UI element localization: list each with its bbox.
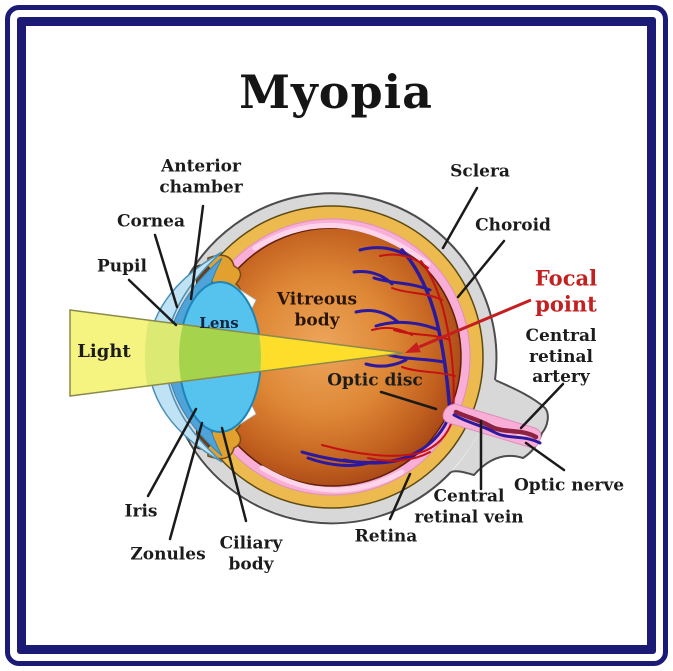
label-cornea: Cornea xyxy=(116,211,186,232)
label-anterior-chamber: Anterior chamber xyxy=(159,156,243,197)
label-light: Light xyxy=(77,341,131,363)
label-central-retinal-artery: Central retinal artery xyxy=(525,325,597,388)
central-retinal-vein-vessel xyxy=(452,413,542,445)
retina-highlights xyxy=(252,223,431,493)
label-optic-disc: Optic disc xyxy=(327,370,423,391)
label-pupil: Pupil xyxy=(97,256,147,277)
diagram-title: Myopia xyxy=(239,65,433,119)
label-choroid: Choroid xyxy=(475,215,551,236)
label-optic-nerve: Optic nerve xyxy=(513,475,625,496)
label-zonules: Zonules xyxy=(130,544,206,565)
label-ciliary-body: Ciliary body xyxy=(219,533,283,574)
focal-point-arrow xyxy=(405,298,532,353)
label-retina: Retina xyxy=(354,526,418,547)
retinal-arteries xyxy=(321,253,456,462)
label-lens: Lens xyxy=(199,313,239,332)
label-iris: Iris xyxy=(124,501,158,522)
label-sclera: Sclera xyxy=(450,161,510,182)
label-vitreous-body: Vitreous body xyxy=(276,289,358,330)
label-central-retinal-vein: Central retinal vein xyxy=(414,486,524,527)
label-focal-point: Focal point xyxy=(534,265,598,316)
leader-lines xyxy=(127,186,566,541)
optic-nerve-core xyxy=(442,403,542,448)
central-retinal-artery-vessel xyxy=(453,409,539,440)
